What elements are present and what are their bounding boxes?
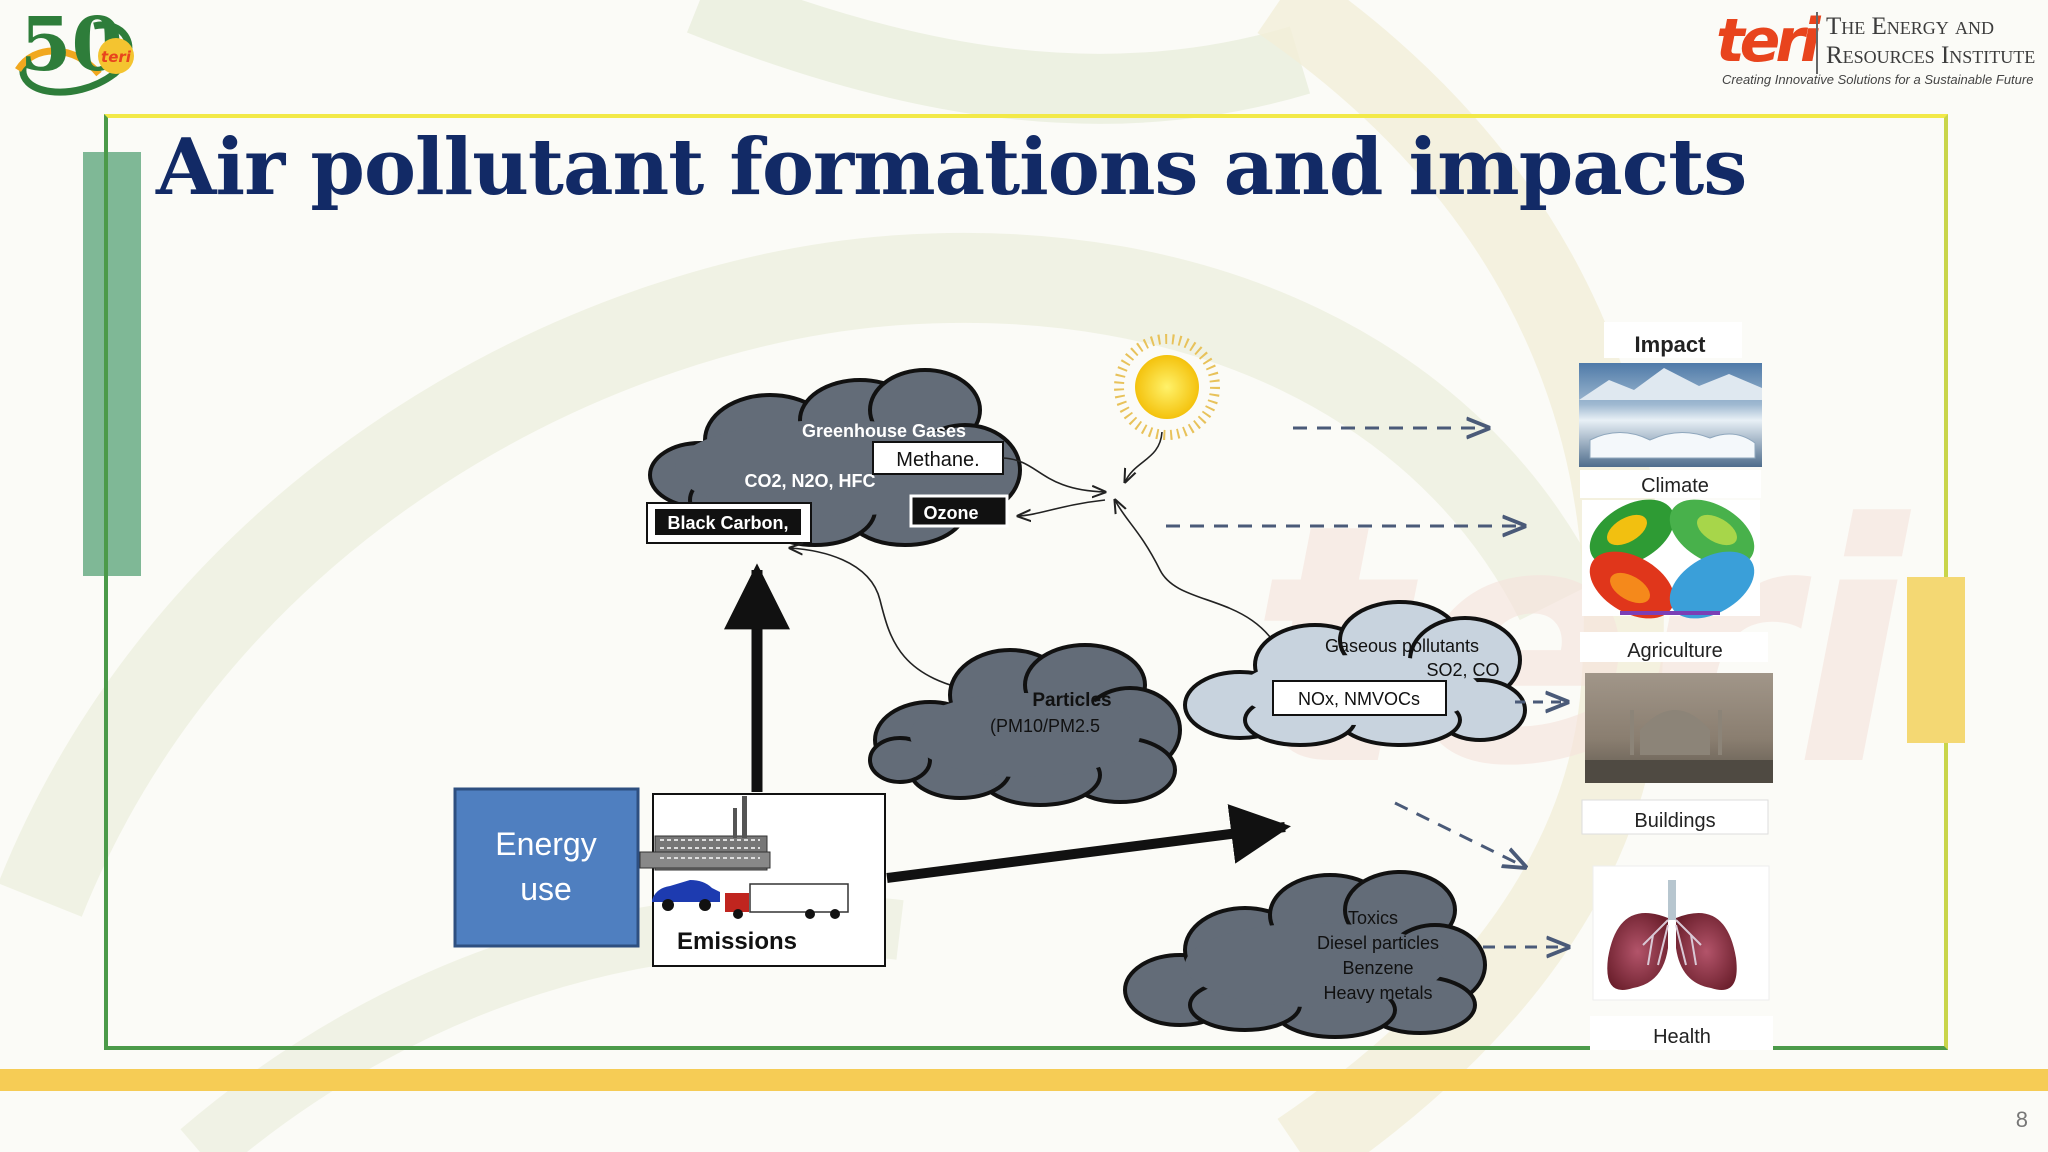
toxics-line3: Benzene — [1342, 958, 1413, 978]
energy-use-line2: use — [520, 871, 572, 907]
teri-wordmark: teri — [1716, 6, 1821, 76]
methane-box — [872, 441, 1004, 475]
sun-icon — [1114, 334, 1220, 440]
logo-50-badge: teri — [101, 48, 132, 66]
impact-label-health: Health — [1653, 1026, 1711, 1048]
page-number: 8 — [2015, 1107, 2028, 1132]
emissions-right-arrow — [886, 804, 1291, 883]
health-label-bg — [1590, 1016, 1773, 1050]
teri-brand-logo: teri The Energy and Resources Institute … — [1714, 6, 2044, 92]
methane-label: Methane. — [896, 449, 979, 471]
sun-ray-arrow — [1125, 431, 1163, 482]
particles-line2: (PM10/PM2.5 — [990, 716, 1100, 736]
impact-label-agriculture: Agriculture — [1627, 640, 1723, 662]
impact-header-bg — [1604, 322, 1742, 358]
accent-bar-green — [83, 152, 141, 576]
climate-image — [1579, 363, 1762, 467]
energy-use-box — [453, 787, 640, 948]
agriculture-label-bg — [1580, 632, 1768, 662]
ozone-label: Ozone — [923, 503, 978, 523]
impact-header: Impact — [1635, 332, 1707, 357]
methane-arrow — [1002, 457, 1105, 492]
buildings-image — [1585, 673, 1773, 783]
particles-to-bc-arrow — [790, 548, 986, 694]
health-diag-dashed-arrow — [1394, 801, 1525, 867]
factory-icon — [639, 796, 771, 871]
particles-line1: Particles — [1032, 690, 1111, 711]
climate-label-bg — [1580, 470, 1761, 498]
health-image — [1592, 865, 1770, 1001]
car-icon — [652, 880, 720, 911]
nox-label: NOx, NMVOCs — [1298, 689, 1420, 709]
brand-separator — [1816, 12, 1818, 74]
particles-cloud-fill — [910, 693, 1140, 777]
impact-label-climate: Climate — [1641, 475, 1709, 497]
toxics-line2: Diesel particles — [1317, 933, 1439, 953]
buildings-label-bg — [1581, 799, 1769, 835]
toxics-line4: Heavy metals — [1323, 983, 1432, 1003]
agriculture-image — [1582, 499, 1760, 619]
toxics-line1: Toxics — [1348, 908, 1398, 928]
truck-icon — [725, 883, 849, 919]
nox-box — [1272, 680, 1447, 716]
gaseous-line2: SO2, CO — [1426, 660, 1499, 680]
org-tagline: Creating Innovative Solutions for a Sust… — [1722, 72, 2034, 87]
slide-title: Air pollutant formations and impacts — [156, 122, 1747, 213]
impact-label-buildings: Buildings — [1634, 810, 1715, 832]
ghg-title: Greenhouse Gases — [802, 421, 966, 441]
black-carbon-label: Black Carbon, — [667, 513, 788, 533]
ghg-gases: CO2, N2O, HFC — [744, 471, 875, 491]
org-name-line1: The Energy and — [1826, 13, 1995, 40]
gaseous-to-ozone-arrow — [1115, 500, 1288, 669]
energy-use-line1: Energy — [495, 826, 596, 862]
ozone-box — [909, 494, 1009, 528]
teri-50-logo: 50 teri — [15, 4, 134, 96]
accent-tab-yellow — [1907, 577, 1965, 743]
gaseous-line1: Gaseous pollutants — [1325, 636, 1479, 656]
ozone-arrow — [1018, 499, 1106, 516]
black-carbon-inner — [655, 509, 801, 535]
bottom-band — [0, 1069, 2048, 1091]
emissions-box — [652, 793, 886, 967]
org-name-line2: Resources Institute — [1826, 42, 2036, 69]
toxics-cloud-fill — [1185, 923, 1445, 1007]
emissions-label: Emissions — [677, 928, 797, 955]
org-name: The Energy and Resources Institute — [1826, 12, 2035, 70]
